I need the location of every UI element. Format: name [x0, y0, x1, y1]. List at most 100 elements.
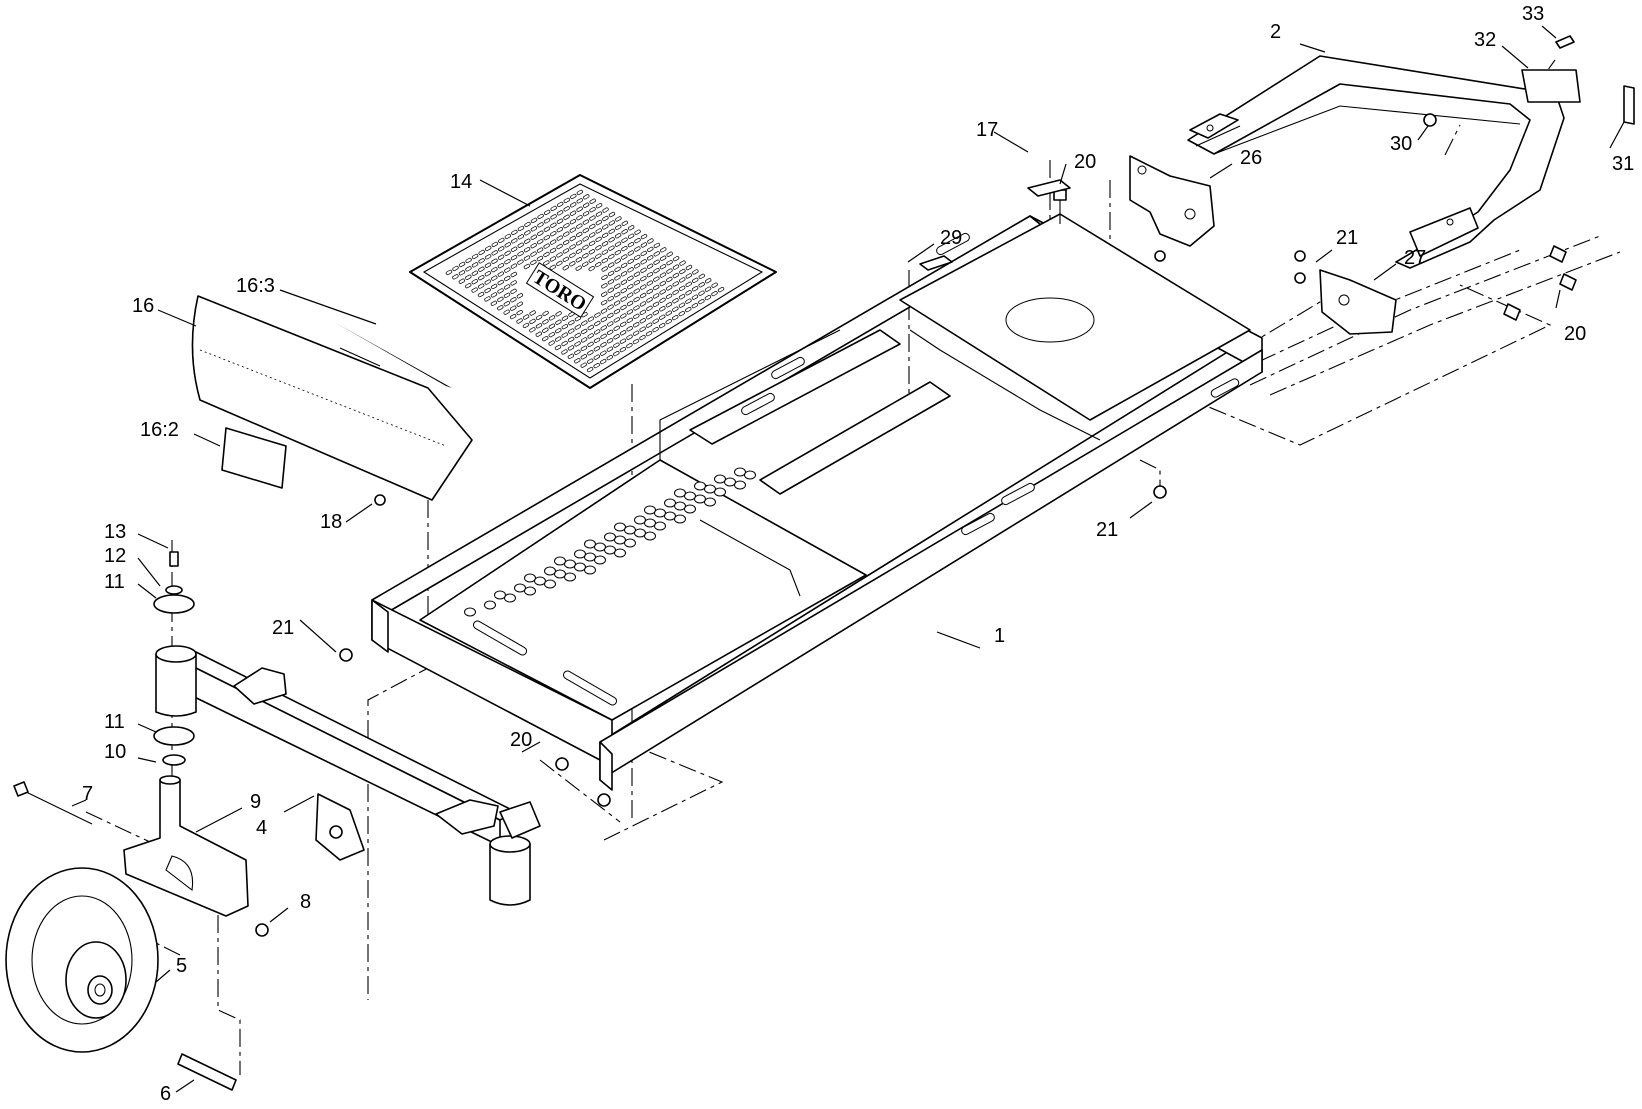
floor-mat-slot	[646, 314, 653, 320]
floor-mat-slot	[595, 261, 602, 268]
floor-mat-slot	[535, 323, 543, 329]
floor-mat-slot	[517, 234, 524, 240]
floor-mat-slot	[607, 287, 614, 293]
floor-mat-slot	[660, 247, 667, 253]
floor-pan-dimple	[614, 548, 626, 558]
floor-mat-slot	[613, 317, 620, 323]
floor-mat-slot	[589, 198, 596, 204]
floor-mat-slot	[478, 249, 485, 256]
floor-mat-slot	[595, 211, 603, 217]
floor-pan-dimple	[564, 559, 576, 569]
callout-14: 14	[450, 171, 472, 193]
floor-mat-slot	[646, 272, 654, 278]
callout-26: 26	[1240, 147, 1262, 169]
floor-mat-slot	[601, 291, 608, 297]
nut-8	[255, 923, 269, 937]
floor-mat-slot	[574, 332, 581, 339]
floor-mat-slot	[537, 222, 544, 228]
floor-mat-slot	[484, 279, 491, 285]
frame-slots	[472, 232, 1240, 706]
washer-10	[162, 754, 186, 766]
floor-mat-slot	[516, 309, 523, 316]
floor-mat-slot	[563, 231, 570, 237]
floor-mat-slot	[691, 286, 699, 292]
floor-mat-slot	[498, 246, 505, 252]
floor-mat-slot	[491, 258, 498, 264]
floor-mat-slot	[600, 325, 607, 331]
bracket-27	[1294, 250, 1397, 335]
callout-11-a: 11	[104, 571, 125, 593]
floor-mat-slot	[570, 202, 577, 208]
decal-29	[919, 255, 953, 271]
floor-mat-slot	[484, 296, 491, 302]
floor-mat-slot	[511, 229, 518, 236]
floor-mat-slot	[530, 226, 538, 232]
floor-mat-slot	[537, 230, 544, 236]
floor-mat-slot	[672, 256, 680, 262]
floor-pan-dimple	[744, 470, 756, 480]
bearing-11-lower	[153, 726, 195, 746]
floor-mat-slot	[504, 275, 511, 282]
floor-mat-slot	[620, 279, 628, 285]
floor-pan-dimple	[664, 498, 676, 508]
floor-pan-dimples	[464, 467, 756, 617]
floor-mat-slot	[608, 220, 615, 226]
floor-mat-slot	[672, 306, 679, 312]
floor-mat-slot	[640, 276, 647, 282]
floor-mat-slot	[607, 270, 615, 277]
floor-mat-slot	[658, 322, 666, 329]
floor-mat-slot	[620, 321, 627, 327]
floor-pan-dimple	[484, 600, 496, 610]
floor-mat-slot	[600, 308, 608, 314]
floor-mat-slot	[608, 253, 615, 260]
floor-mat-slot	[691, 302, 699, 309]
floor-mat-slot	[627, 284, 634, 290]
floor-mat-slot	[570, 193, 577, 200]
floor-mat-slot	[601, 257, 608, 264]
floor-mat-slot	[543, 235, 550, 241]
floor-mat-slot	[619, 330, 627, 336]
floor-mat-slot	[503, 309, 510, 315]
floor-pan-dimple	[614, 535, 626, 545]
floor-mat-slot	[607, 312, 614, 319]
floor-mat-slot	[587, 316, 595, 322]
callout-33: 33	[1522, 3, 1544, 25]
floor-mat-slot	[543, 218, 551, 224]
floor-mat-slot	[536, 255, 544, 262]
floor-pan-dimple	[664, 511, 676, 521]
floor-mat-slot	[672, 272, 680, 279]
caster-fork-9	[123, 779, 249, 917]
washer-12	[165, 585, 183, 595]
floor-mat-slot	[465, 257, 472, 264]
floor-mat-slot	[543, 243, 550, 249]
floor-mat-slot	[555, 336, 562, 342]
floor-mat-slot	[530, 259, 537, 266]
floor-mat-slot	[582, 236, 589, 242]
floor-mat-slot	[574, 349, 581, 355]
floor-mat-slot	[536, 247, 544, 253]
floor-mat-slot	[646, 288, 653, 295]
floor-mat-slot	[569, 227, 576, 233]
floor-mat-slot	[458, 261, 466, 268]
floor-mat-slot	[576, 215, 583, 221]
floor-mat-slot	[583, 202, 590, 208]
floor-mat-slot	[550, 205, 557, 212]
callout-16-3: 16:3	[236, 275, 275, 297]
floor-mat-slot	[639, 334, 646, 341]
floor-mat-slot	[607, 279, 615, 285]
callout-12: 12	[104, 545, 126, 567]
floor-mat-slot	[458, 270, 466, 276]
floor-mat-slot	[491, 241, 498, 248]
callout-27: 27	[1404, 247, 1426, 269]
floor-mat-slot	[562, 248, 570, 254]
floor-mat-slot	[633, 280, 640, 286]
callout-11-b: 11	[104, 711, 125, 733]
floor-mat-slot	[614, 233, 622, 239]
floor-mat-slot	[600, 316, 608, 323]
floor-mat-slot	[576, 198, 583, 204]
floor-pan-dimple	[504, 593, 516, 603]
floor-mat-slot	[562, 256, 570, 262]
callout-21-b: 21	[1096, 519, 1118, 541]
floor-mat-slot	[672, 264, 680, 270]
floor-mat-slot	[522, 322, 530, 329]
